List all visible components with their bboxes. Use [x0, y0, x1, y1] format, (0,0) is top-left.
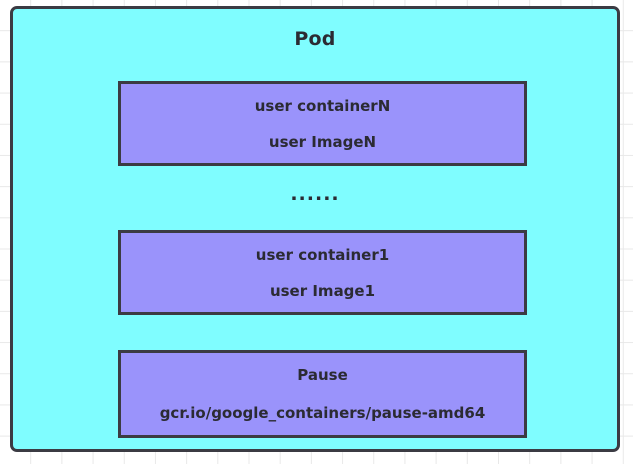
pod-container-box: Pod user containerN user ImageN ...... u…	[10, 6, 620, 452]
container-name-label: user container1	[255, 245, 390, 264]
ellipsis-separator: ......	[290, 183, 340, 205]
container-box-user-container1: user container1 user Image1	[118, 230, 527, 315]
container-name-label: user containerN	[254, 96, 391, 115]
container-image-label: user Image1	[269, 281, 376, 300]
container-box-pause: Pause gcr.io/google_containers/pause-amd…	[118, 350, 527, 438]
pod-title: Pod	[294, 28, 336, 50]
container-box-user-containerN: user containerN user ImageN	[118, 81, 527, 166]
container-image-label: user ImageN	[268, 132, 377, 151]
container-image-label: gcr.io/google_containers/pause-amd64	[159, 404, 486, 422]
container-name-label: Pause	[297, 366, 348, 384]
